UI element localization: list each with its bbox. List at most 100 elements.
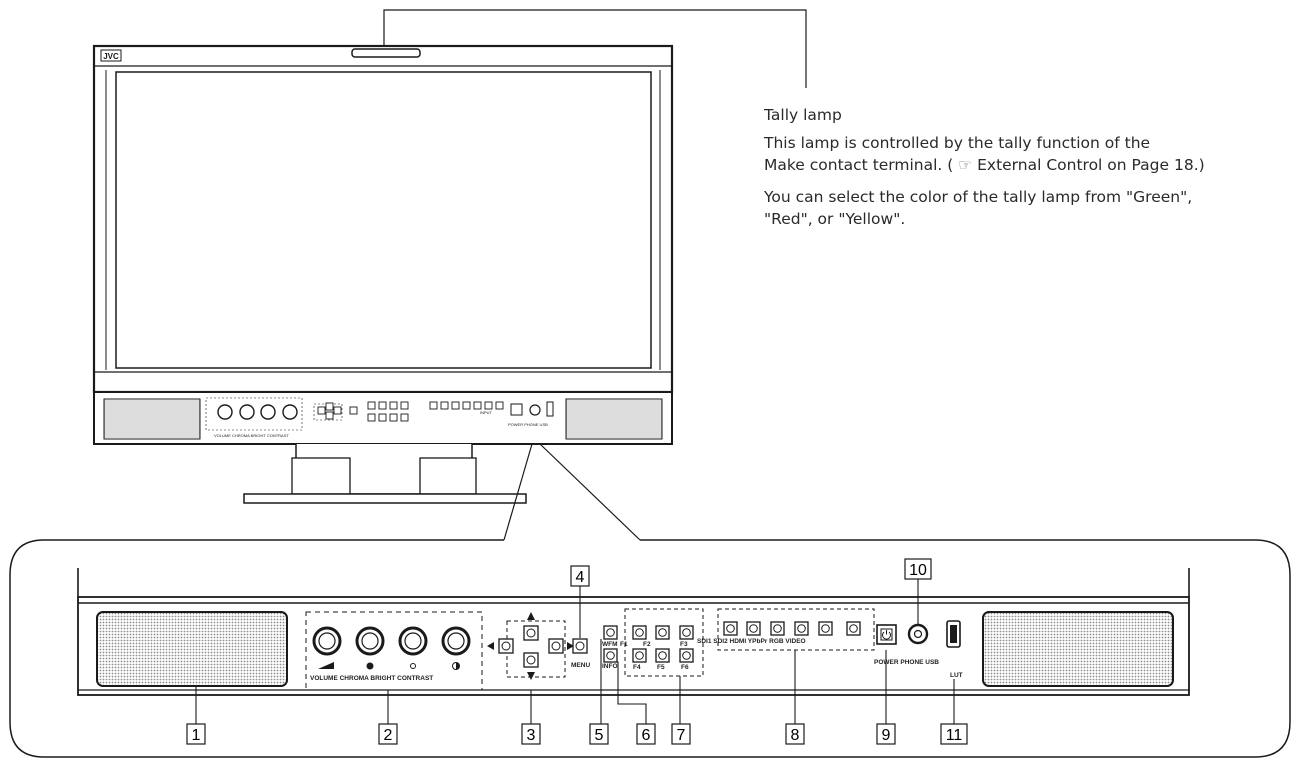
svg-text:INPUT: INPUT <box>480 410 493 415</box>
f5-label: F5 <box>657 664 665 671</box>
svg-text:10: 10 <box>909 562 927 579</box>
up-button[interactable] <box>523 625 539 641</box>
f5-button[interactable] <box>655 648 670 663</box>
description-title: Tally lamp <box>764 106 842 124</box>
callout-5: 5 <box>589 723 609 745</box>
zoom-lines <box>503 443 641 541</box>
knob-labels: VOLUME CHROMA BRIGHT CONTRAST <box>310 675 433 682</box>
callout-4: 4 <box>570 565 590 587</box>
callout-2: 2 <box>378 723 398 745</box>
description-paragraph-1: This lamp is controlled by the tally fun… <box>764 132 1294 176</box>
info-button[interactable] <box>603 648 618 663</box>
svg-text:8: 8 <box>791 727 800 744</box>
volume-knob[interactable] <box>312 626 342 656</box>
svg-text:11: 11 <box>946 727 963 744</box>
f4-label: F4 <box>633 664 641 671</box>
svg-text:3: 3 <box>527 727 536 744</box>
brand-logo: JVC <box>103 52 119 61</box>
f3-label: F3 <box>680 641 688 648</box>
chroma-knob[interactable] <box>355 626 385 656</box>
svg-text:9: 9 <box>882 727 891 744</box>
menu-label: MENU <box>571 662 590 669</box>
f4-button[interactable] <box>632 648 647 663</box>
power-button[interactable] <box>876 624 897 645</box>
f6-button[interactable] <box>679 648 694 663</box>
callout-leaders <box>195 579 955 724</box>
sdi1-button[interactable] <box>723 621 738 636</box>
power-phone-usb-labels: POWER PHONE USB <box>874 659 939 666</box>
monitor: JVC VOLUME CHROMA BRIGHT CONTRAST INPUT <box>92 44 674 504</box>
svg-text:6: 6 <box>642 727 651 744</box>
bright-knob[interactable] <box>398 626 428 656</box>
tally-leader-line <box>383 9 807 88</box>
power-icon <box>882 631 891 640</box>
svg-text:4: 4 <box>576 569 585 586</box>
chroma-icon <box>366 662 374 670</box>
svg-text:7: 7 <box>677 727 686 744</box>
lut-label: LUT <box>950 672 963 679</box>
arrow-up-icon <box>527 612 535 620</box>
tally-lamp <box>351 48 421 58</box>
callout-10: 10 <box>904 558 932 580</box>
mini-speaker-left <box>103 398 201 440</box>
volume-icon <box>318 662 334 669</box>
zoomed-panel-frame <box>9 539 1291 758</box>
video-button[interactable] <box>846 621 861 636</box>
description-para2-line-1: You can select the color of the tally la… <box>764 188 1193 206</box>
callout-8: 8 <box>785 723 805 745</box>
mini-speaker-right <box>565 398 663 440</box>
ypbpr-button[interactable] <box>794 621 809 636</box>
description-line-1: This lamp is controlled by the tally fun… <box>764 134 1151 152</box>
contrast-knob[interactable] <box>441 626 471 656</box>
callout-numbers: 1 2 3 4 5 6 7 8 9 10 11 <box>186 558 968 745</box>
callout-11: 11 <box>940 723 968 745</box>
f3-button[interactable] <box>679 625 694 640</box>
description-line-2a: Make contact terminal. ( <box>764 156 959 174</box>
f2-button[interactable] <box>655 625 670 640</box>
svg-text:VOLUME CHROMA BRIGHT CONTRAST: VOLUME CHROMA BRIGHT CONTRAST <box>214 433 289 438</box>
right-button[interactable] <box>548 638 564 654</box>
svg-text:1: 1 <box>192 727 201 744</box>
svg-text:POWER PHONE USB: POWER PHONE USB <box>508 422 548 427</box>
bright-icon <box>410 663 416 669</box>
phone-jack[interactable] <box>907 623 929 645</box>
callout-3: 3 <box>521 723 541 745</box>
brand-logo-box <box>100 49 122 62</box>
svg-text:5: 5 <box>595 727 604 744</box>
callout-7: 7 <box>671 723 691 745</box>
wfm-label: WFM <box>602 641 618 648</box>
wfm-button[interactable] <box>603 625 618 640</box>
down-button[interactable] <box>523 652 539 668</box>
menu-button[interactable] <box>572 638 588 654</box>
stand-base <box>243 493 527 504</box>
hdmi-button[interactable] <box>770 621 785 636</box>
svg-text:2: 2 <box>384 727 393 744</box>
monitor-screen <box>115 71 652 369</box>
description-paragraph-2: You can select the color of the tally la… <box>764 186 1294 230</box>
usb-port[interactable] <box>946 620 961 648</box>
callout-1: 1 <box>186 723 206 745</box>
f2-label: F2 <box>643 641 651 648</box>
pointing-hand-icon: ☞ <box>958 156 973 174</box>
f6-label: F6 <box>681 664 689 671</box>
arrow-left-icon <box>487 642 494 650</box>
f1-label: F1 <box>620 641 628 648</box>
tally-lamp-description: Tally lamp This lamp is controlled by th… <box>764 104 1294 240</box>
f1-button[interactable] <box>632 625 647 640</box>
rgb-button[interactable] <box>818 621 833 636</box>
arrow-right-icon <box>567 642 574 650</box>
direction-pad[interactable] <box>487 612 574 680</box>
left-button[interactable] <box>498 638 514 654</box>
front-panel <box>77 596 1190 696</box>
speaker-grille-left <box>96 611 288 687</box>
callout-9: 9 <box>876 723 896 745</box>
description-line-2b: External Control on Page 18.) <box>972 156 1205 174</box>
control-knobs[interactable] <box>305 611 483 691</box>
arrow-down-icon <box>527 672 535 680</box>
description-para2-line-2: "Red", or "Yellow". <box>764 210 906 228</box>
sdi2-button[interactable] <box>746 621 761 636</box>
info-label: INFO <box>602 663 618 670</box>
input-labels: SDI1 SDI2 HDMI YPbPr RGB VIDEO <box>697 638 806 645</box>
speaker-grille-right <box>982 611 1174 687</box>
